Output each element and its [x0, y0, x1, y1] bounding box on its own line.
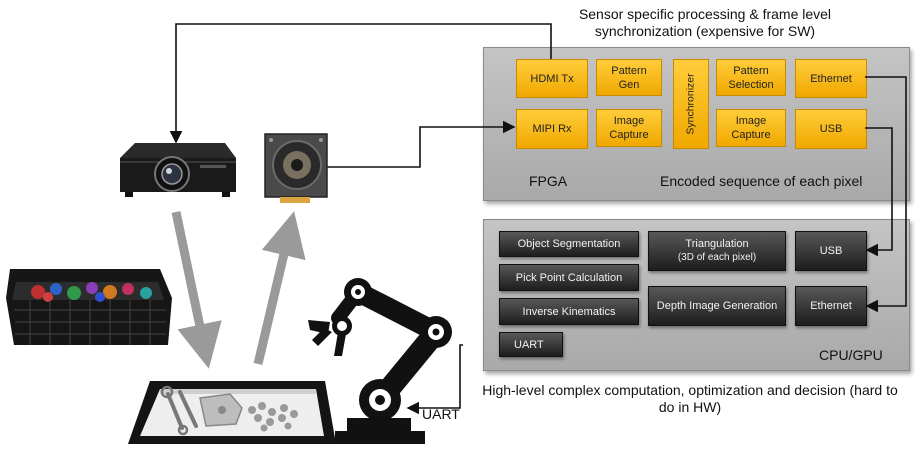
image-capture-block-1: Image Capture — [596, 109, 662, 147]
tray-to-camera-arrow — [253, 211, 306, 366]
camera-icon — [264, 133, 328, 203]
mipi-rx-block: MIPI Rx — [516, 109, 588, 149]
hdmi-to-projector-connector — [169, 23, 552, 144]
projector-icon — [120, 143, 236, 197]
cpu-gpu-label: CPU/GPU — [819, 347, 883, 363]
ethernet-link-connector — [865, 76, 907, 313]
synchronizer-block: Synchronizer — [673, 59, 709, 149]
image-capture-block-2: Image Capture — [716, 109, 786, 147]
top-caption: Sensor specific processing & frame level… — [578, 6, 832, 39]
parts-bin-icon — [6, 269, 172, 345]
tray-icon — [128, 381, 336, 444]
robot-arm-icon — [308, 278, 452, 444]
bottom-caption: High-level complex computation, optimiza… — [482, 382, 898, 415]
triangulation-block: Triangulation (3D of each pixel) — [648, 231, 786, 271]
fpga-usb-block: USB — [795, 109, 867, 149]
cpu-uart-block: UART — [499, 332, 563, 357]
object-segmentation-block: Object Segmentation — [499, 231, 639, 257]
fpga-label: FPGA — [529, 173, 568, 189]
depth-image-block: Depth Image Generation — [648, 286, 786, 326]
triangulation-label: Triangulation — [685, 238, 749, 250]
hdmi-tx-block: HDMI Tx — [516, 59, 588, 98]
fpga-sublabel: Encoded sequence of each pixel — [660, 173, 863, 189]
arm-uart-label: UART — [422, 406, 460, 422]
pattern-selection-block: Pattern Selection — [716, 59, 786, 96]
inverse-kinematics-block: Inverse Kinematics — [499, 298, 639, 325]
projector-to-tray-arrow — [171, 211, 222, 369]
triangulation-sublabel: (3D of each pixel) — [677, 252, 757, 263]
pattern-gen-block: Pattern Gen — [596, 59, 662, 96]
uart-to-arm-connector — [406, 344, 463, 415]
cpu-usb-block: USB — [795, 231, 867, 271]
camera-to-mipi-connector — [327, 120, 516, 168]
pick-point-block: Pick Point Calculation — [499, 264, 639, 291]
usb-link-connector — [865, 127, 893, 257]
fpga-ethernet-block: Ethernet — [795, 59, 867, 98]
